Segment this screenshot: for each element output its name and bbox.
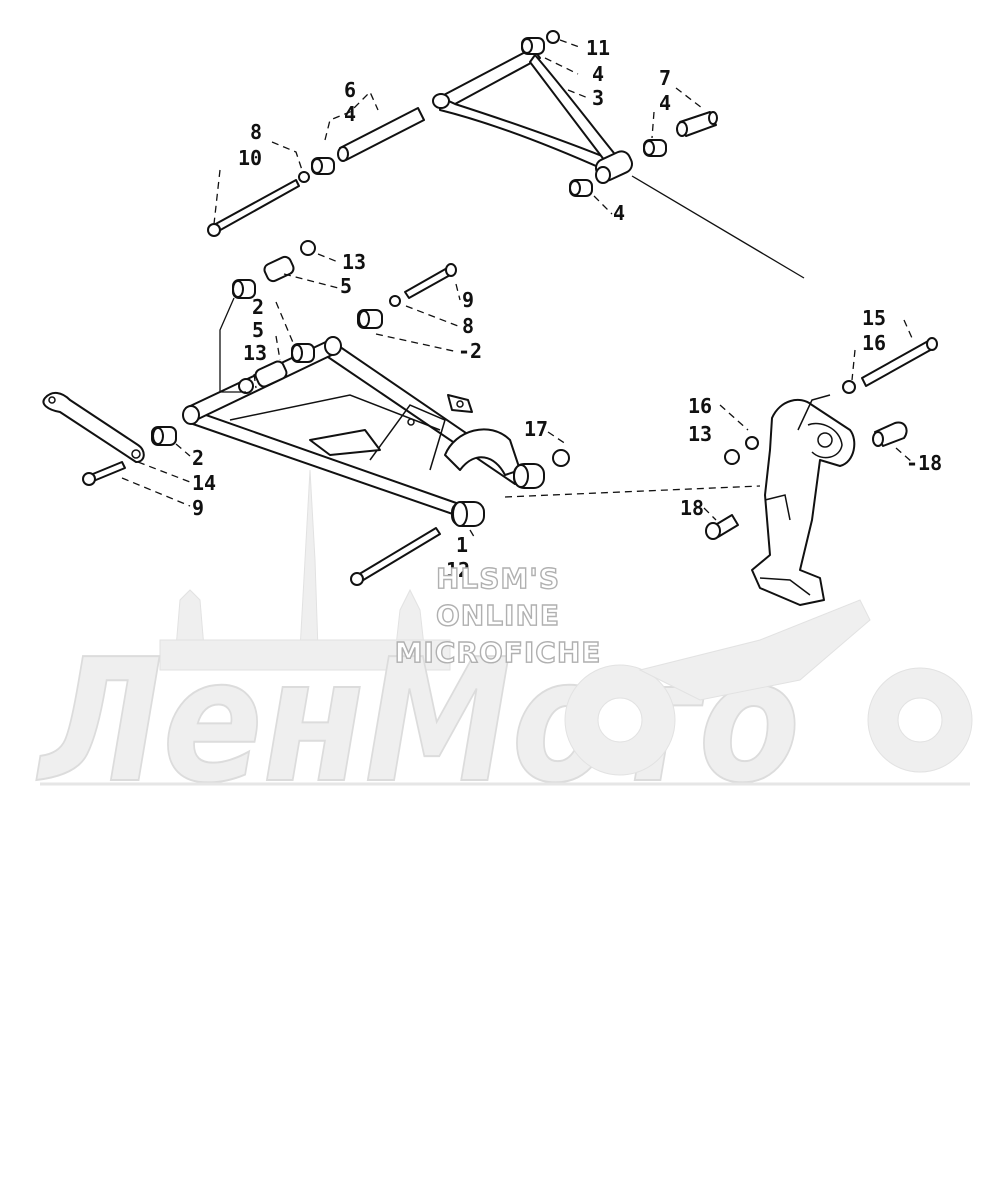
- spindle-pin-18a: [872, 421, 908, 447]
- watermark-logo: ЛенМото: [36, 623, 800, 821]
- upper-alignment-line: [631, 175, 805, 279]
- callout-18-right: -18: [906, 451, 942, 475]
- steering-spindle: [751, 394, 856, 606]
- spindle-nut-13: [724, 449, 740, 465]
- lower-bushing-1: [451, 501, 485, 527]
- callout-labels: 11 4 3 6 4 7 4 8 10 4 13 5 9 2 8 5 -2 13…: [192, 36, 942, 582]
- callout-14: 14: [192, 471, 216, 495]
- watermark-motorcycle: [564, 599, 973, 776]
- watermark-line-2: ONLINE: [436, 599, 560, 632]
- callout-17: 17: [524, 417, 548, 441]
- callout-6: 6: [344, 78, 356, 102]
- spindle-pin-18b: [705, 514, 739, 540]
- lower-alignment-line: [504, 485, 761, 498]
- callout-13-top: 13: [342, 250, 366, 274]
- lower-bushing-2d: [151, 426, 177, 446]
- upper-bushing-lower: [569, 179, 593, 197]
- lower-bushing-rear: [513, 463, 545, 489]
- callout-13-nut: 13: [688, 422, 712, 446]
- lower-bushing-2a: [232, 279, 256, 299]
- callout-8-lower: 8: [462, 314, 474, 338]
- lower-sleeve-5a: [263, 255, 295, 283]
- lower-bolt-12: [350, 527, 441, 586]
- callout-5-top: 5: [340, 274, 352, 298]
- lower-nut-13a: [300, 240, 316, 256]
- upper-bushing-top: [521, 37, 545, 55]
- callout-10: 10: [238, 146, 262, 170]
- watermark-line-1: HLSM'S: [436, 562, 560, 595]
- callout-4-shaft: 4: [344, 102, 356, 126]
- lower-a-arm: [182, 336, 521, 521]
- spindle-washer-16a: [842, 380, 856, 394]
- tie-link-14: [42, 392, 145, 463]
- upper-bolt-10: [207, 179, 300, 237]
- callout-1: 1: [456, 533, 468, 557]
- callout-9-left: 9: [192, 496, 204, 520]
- callout-15: 15: [862, 306, 886, 330]
- watermark-text: HLSM'S ONLINE MICROFICHE: [394, 561, 602, 669]
- lower-bushing-2b: [291, 343, 315, 363]
- callout-16-bolt: 16: [862, 331, 886, 355]
- callout-18-left: 18: [680, 496, 704, 520]
- callout-4-lower: 4: [613, 201, 625, 225]
- lower-washer-8: [389, 295, 401, 307]
- callout-2-right: -2: [458, 339, 482, 363]
- upper-shaft-6: [337, 107, 425, 162]
- spindle-washer-16b: [745, 436, 759, 450]
- lower-bolt-9b: [82, 461, 126, 486]
- spindle-bolt-15: [861, 337, 938, 387]
- watermark-skyline: [159, 469, 451, 671]
- callout-4-right: 4: [659, 91, 671, 115]
- leader-lines: [121, 39, 913, 541]
- upper-shaft-7: [676, 111, 718, 137]
- lower-nut-13b: [238, 378, 254, 394]
- upper-bushing-right: [643, 139, 667, 157]
- callout-4-top: 4: [592, 62, 604, 86]
- callout-11: 11: [586, 36, 610, 60]
- lower-bolt-9a: [404, 263, 457, 299]
- callout-3: 3: [592, 86, 604, 110]
- lower-bushing-2c: [357, 309, 383, 329]
- callout-5-stack: 5: [252, 318, 264, 342]
- upper-nut-11: [546, 30, 560, 44]
- callout-8-upper: 8: [250, 120, 262, 144]
- watermark-line-3: MICROFICHE: [395, 636, 602, 669]
- callout-2-stack: 2: [252, 295, 264, 319]
- lower-cap-17: [552, 449, 570, 467]
- callout-13-stack: 13: [243, 341, 267, 365]
- callout-16-washer: 16: [688, 394, 712, 418]
- upper-washer-8: [298, 171, 310, 183]
- callout-9-top: 9: [462, 288, 474, 312]
- upper-a-arm: [432, 47, 634, 184]
- lower-inner-guide: [219, 297, 246, 393]
- callout-7: 7: [659, 66, 671, 90]
- upper-bushing-left: [311, 157, 335, 175]
- callout-12: 12: [446, 558, 470, 582]
- callout-2-left: 2: [192, 446, 204, 470]
- lower-sleeve-5b: [254, 360, 288, 388]
